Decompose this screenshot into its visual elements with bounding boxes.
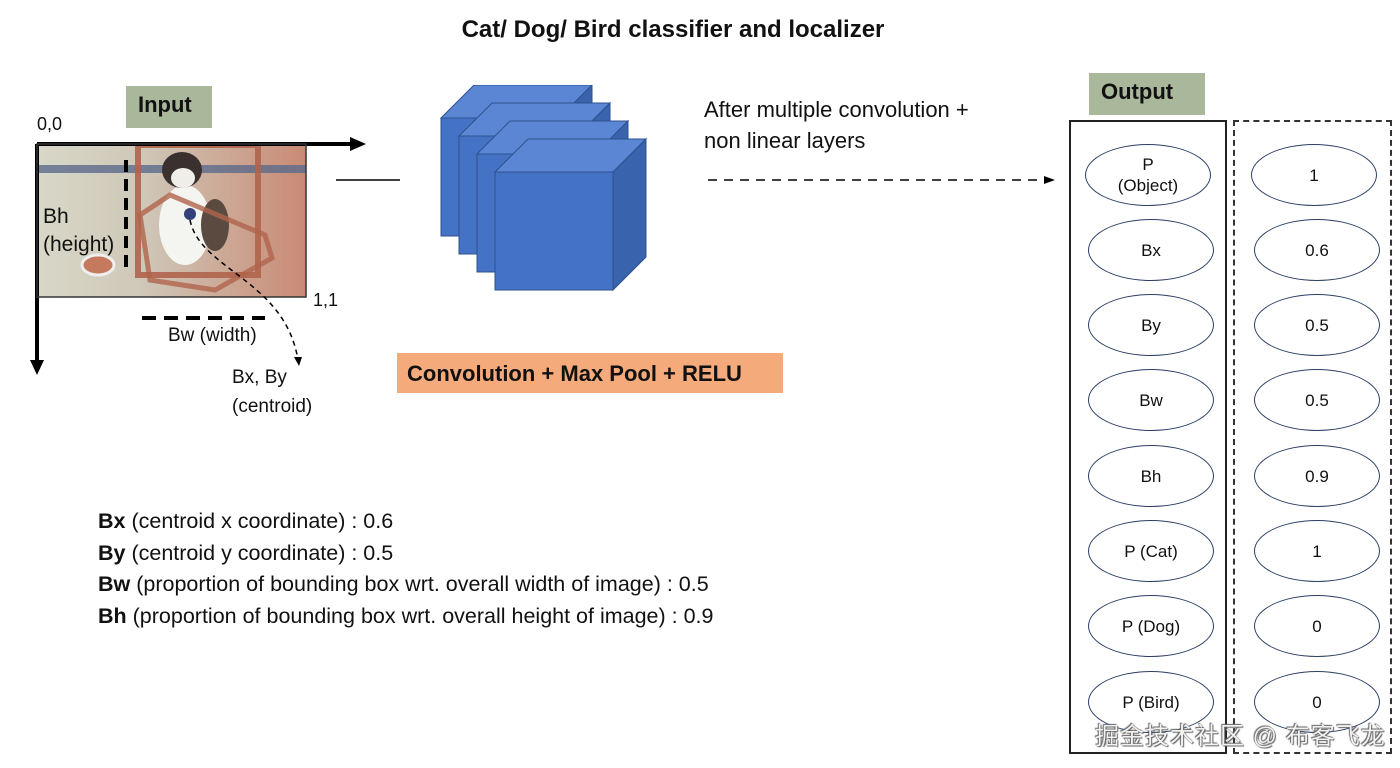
centroid-label-line2: (centroid)	[232, 396, 313, 417]
output-label-ellipse: By	[1088, 294, 1214, 356]
output-value-ellipse: 1	[1251, 144, 1377, 206]
output-value-text: 0	[1312, 616, 1322, 636]
output-value-column: 1 0.6 0.5 0.5 0.9 1 0 0	[1233, 120, 1392, 754]
output-label-text: P (Cat)	[1124, 541, 1178, 561]
bh-label: Bh (height)	[43, 203, 114, 259]
centroid-dot	[184, 208, 196, 220]
cat-outline	[137, 192, 275, 293]
output-value-text: 1	[1309, 165, 1319, 185]
end-label: 1,1	[313, 290, 339, 310]
centroid-label-line1: Bx, By	[232, 367, 287, 388]
output-label-ellipse: Bh	[1088, 445, 1214, 507]
bh-label-line1: Bh	[43, 205, 69, 228]
output-value-ellipse: 0.5	[1254, 369, 1380, 431]
legend-item: Bw (proportion of bounding box wrt. over…	[98, 572, 709, 596]
legend-item: Bh (proportion of bounding box wrt. over…	[98, 603, 714, 628]
conv-layer-tag: Convolution + Max Pool + RELU	[397, 353, 783, 393]
feature-map-cube	[493, 137, 648, 292]
input-diagram	[30, 137, 400, 375]
output-value-text: 0.5	[1305, 315, 1329, 335]
output-label-text: By	[1141, 315, 1161, 335]
after-layers-text: After multiple convolution + non linear …	[704, 94, 969, 156]
output-label-ellipse: Bx	[1088, 219, 1214, 281]
output-value-ellipse: 0.9	[1254, 445, 1380, 507]
network-to-output-arrow	[708, 176, 1055, 184]
output-value-ellipse: 0	[1254, 671, 1380, 733]
output-value-text: 1	[1312, 541, 1322, 561]
output-value-text: 0.9	[1305, 466, 1329, 486]
output-value-ellipse: 0.6	[1254, 219, 1380, 281]
output-value-text: 0.6	[1305, 240, 1329, 260]
output-label-ellipse: P (Object)	[1085, 144, 1211, 206]
output-label-text: P (Bird)	[1122, 692, 1180, 712]
output-label-ellipse: P (Dog)	[1088, 595, 1214, 657]
output-value-ellipse: 0.5	[1254, 294, 1380, 356]
output-label-text: Bw	[1139, 390, 1163, 410]
output-value-ellipse: 1	[1254, 520, 1380, 582]
conv-layer-stack	[439, 85, 648, 292]
bw-label: Bw (width)	[168, 325, 257, 346]
output-label-text: Bh	[1140, 466, 1162, 486]
after-text-line1: After multiple convolution +	[704, 97, 969, 122]
x-axis-arrow-icon	[350, 137, 366, 151]
output-label-ellipse: Bw	[1088, 369, 1214, 431]
input-tag: Input	[126, 86, 212, 128]
output-value-text: 0	[1312, 692, 1322, 712]
output-label-subtext: (Object)	[1117, 176, 1179, 195]
watermark: 掘金技术社区 @ 布客飞龙	[1095, 723, 1386, 750]
origin-label: 0,0	[37, 114, 63, 134]
output-value-text: 0.5	[1305, 390, 1329, 410]
output-label-text: Bx	[1141, 240, 1161, 260]
bh-label-line2: (height)	[43, 233, 115, 256]
y-axis-arrow-icon	[30, 360, 44, 375]
centroid-label: Bx, By (centroid)	[232, 363, 312, 421]
after-text-line2: non linear layers	[704, 128, 866, 153]
legend: Bx (centroid x coordinate) : 0.6 By (cen…	[98, 506, 713, 632]
output-label-ellipse: P (Bird)	[1088, 671, 1214, 733]
centroid-dashed-arrow	[189, 219, 299, 361]
output-tag: Output	[1089, 73, 1205, 115]
legend-item: Bx (centroid x coordinate) : 0.6	[98, 509, 394, 533]
output-label-text: P	[1142, 155, 1154, 174]
output-label-ellipse: P (Cat)	[1088, 520, 1214, 582]
output-label-text: P (Dog)	[1121, 616, 1181, 636]
output-value-ellipse: 0	[1254, 595, 1380, 657]
diagram-title: Cat/ Dog/ Bird classifier and localizer	[461, 16, 885, 43]
legend-item: By (centroid y coordinate) : 0.5	[98, 540, 394, 565]
